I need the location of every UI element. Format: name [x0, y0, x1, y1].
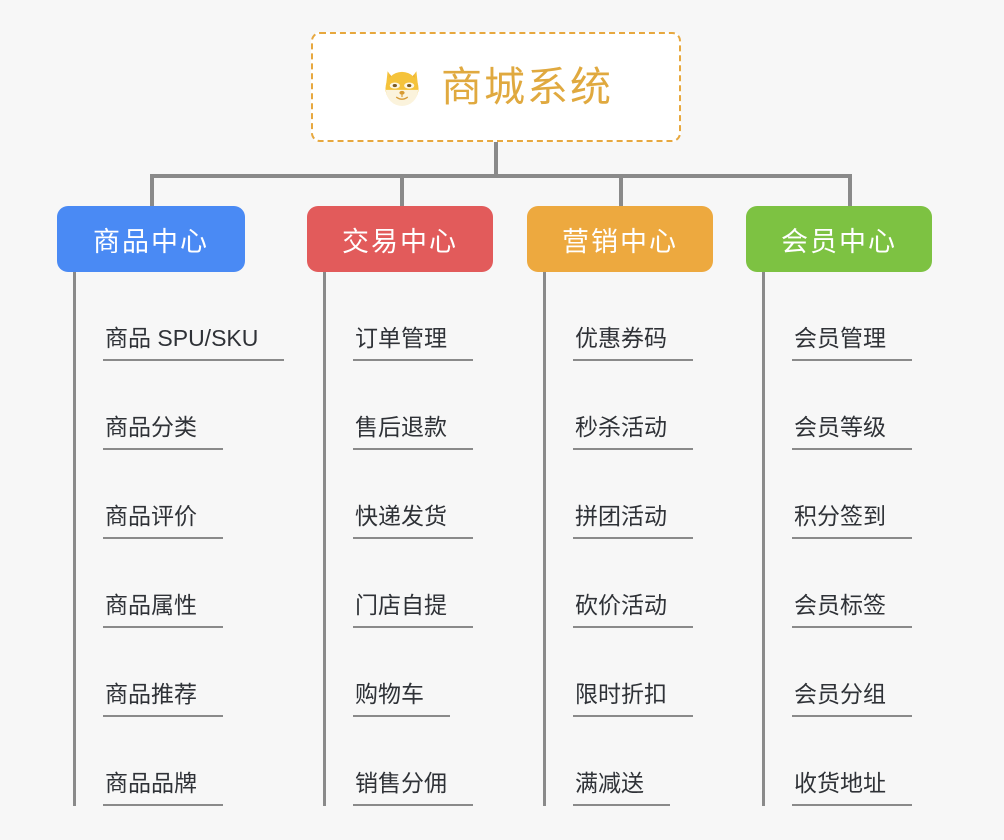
leaf-label: 会员管理: [792, 327, 912, 361]
leaf-label: 商品推荐: [103, 683, 223, 717]
leaf-item[interactable]: 商品评价: [73, 450, 284, 539]
category-label-2: 营销中心: [562, 226, 678, 257]
leaf-label: 秒杀活动: [573, 416, 693, 450]
category-header-0[interactable]: 商品中心: [57, 206, 245, 272]
connector-drop-2: [400, 174, 404, 208]
leaf-item[interactable]: 销售分佣: [323, 717, 473, 806]
leaf-item[interactable]: 购物车: [323, 628, 473, 717]
leaf-item[interactable]: 砍价活动: [543, 539, 693, 628]
leaf-list-3: 会员管理 会员等级 积分签到 会员标签 会员分组 收货地址: [762, 272, 912, 806]
leaf-item[interactable]: 商品分类: [73, 361, 284, 450]
leaf-item[interactable]: 积分签到: [762, 450, 912, 539]
leaf-item[interactable]: 商品属性: [73, 539, 284, 628]
leaf-label: 商品 SPU/SKU: [103, 327, 285, 361]
leaf-item[interactable]: 限时折扣: [543, 628, 693, 717]
leaf-item[interactable]: 满减送: [543, 717, 693, 806]
leaf-spine-2: [543, 272, 546, 806]
root-label: 商城系统: [441, 63, 613, 110]
leaf-item[interactable]: 订单管理: [323, 272, 473, 361]
leaf-item[interactable]: 会员分组: [762, 628, 912, 717]
leaf-item[interactable]: 门店自提: [323, 539, 473, 628]
leaf-label: 商品分类: [103, 416, 223, 450]
leaf-label: 限时折扣: [573, 683, 693, 717]
leaf-spine-1: [323, 272, 326, 806]
leaf-item[interactable]: 商品 SPU/SKU: [73, 272, 285, 361]
leaf-label: 商品属性: [103, 594, 223, 628]
leaf-item[interactable]: 快递发货: [323, 450, 473, 539]
leaf-label: 快递发货: [353, 505, 473, 539]
leaf-list-2: 优惠券码 秒杀活动 拼团活动 砍价活动 限时折扣 满减送: [543, 272, 693, 806]
shiba-dog-face-icon: [379, 64, 425, 110]
category-label-3: 会员中心: [781, 226, 897, 257]
leaf-label: 收货地址: [792, 772, 912, 806]
leaf-label: 购物车: [353, 683, 450, 717]
leaf-item[interactable]: 售后退款: [323, 361, 473, 450]
leaf-spine-0: [73, 272, 76, 806]
leaf-label: 商品品牌: [103, 772, 223, 806]
leaf-label: 订单管理: [353, 327, 473, 361]
connector-drop-1: [150, 174, 154, 208]
leaf-item[interactable]: 会员等级: [762, 361, 912, 450]
leaf-item[interactable]: 拼团活动: [543, 450, 693, 539]
leaf-list-0: 商品 SPU/SKU 商品分类 商品评价 商品属性 商品推荐 商品品牌: [73, 272, 285, 806]
leaf-label: 积分签到: [792, 505, 912, 539]
leaf-label: 会员标签: [792, 594, 912, 628]
connector-drop-3: [619, 174, 623, 208]
leaf-item[interactable]: 商品品牌: [73, 717, 284, 806]
leaf-item[interactable]: 商品推荐: [73, 628, 284, 717]
leaf-label: 优惠券码: [573, 327, 693, 361]
category-header-3[interactable]: 会员中心: [746, 206, 932, 272]
leaf-item[interactable]: 会员标签: [762, 539, 912, 628]
leaf-label: 满减送: [573, 772, 670, 806]
leaf-list-1: 订单管理 售后退款 快递发货 门店自提 购物车 销售分佣: [323, 272, 473, 806]
category-label-0: 商品中心: [93, 226, 209, 257]
category-header-2[interactable]: 营销中心: [527, 206, 713, 272]
leaf-label: 砍价活动: [573, 594, 693, 628]
leaf-spine-3: [762, 272, 765, 806]
category-header-1[interactable]: 交易中心: [307, 206, 493, 272]
connector-drop-4: [848, 174, 852, 208]
leaf-label: 拼团活动: [573, 505, 693, 539]
category-label-1: 交易中心: [342, 226, 458, 257]
leaf-item[interactable]: 秒杀活动: [543, 361, 693, 450]
leaf-label: 会员等级: [792, 416, 912, 450]
leaf-label: 门店自提: [353, 594, 473, 628]
leaf-item[interactable]: 收货地址: [762, 717, 912, 806]
leaf-label: 商品评价: [103, 505, 223, 539]
leaf-item[interactable]: 优惠券码: [543, 272, 693, 361]
connector-root-stem: [494, 142, 498, 176]
leaf-item[interactable]: 会员管理: [762, 272, 912, 361]
leaf-label: 会员分组: [792, 683, 912, 717]
leaf-label: 销售分佣: [353, 772, 473, 806]
connector-horizontal-bus: [152, 174, 852, 178]
root-node[interactable]: 商城系统: [311, 32, 681, 142]
leaf-label: 售后退款: [353, 416, 473, 450]
